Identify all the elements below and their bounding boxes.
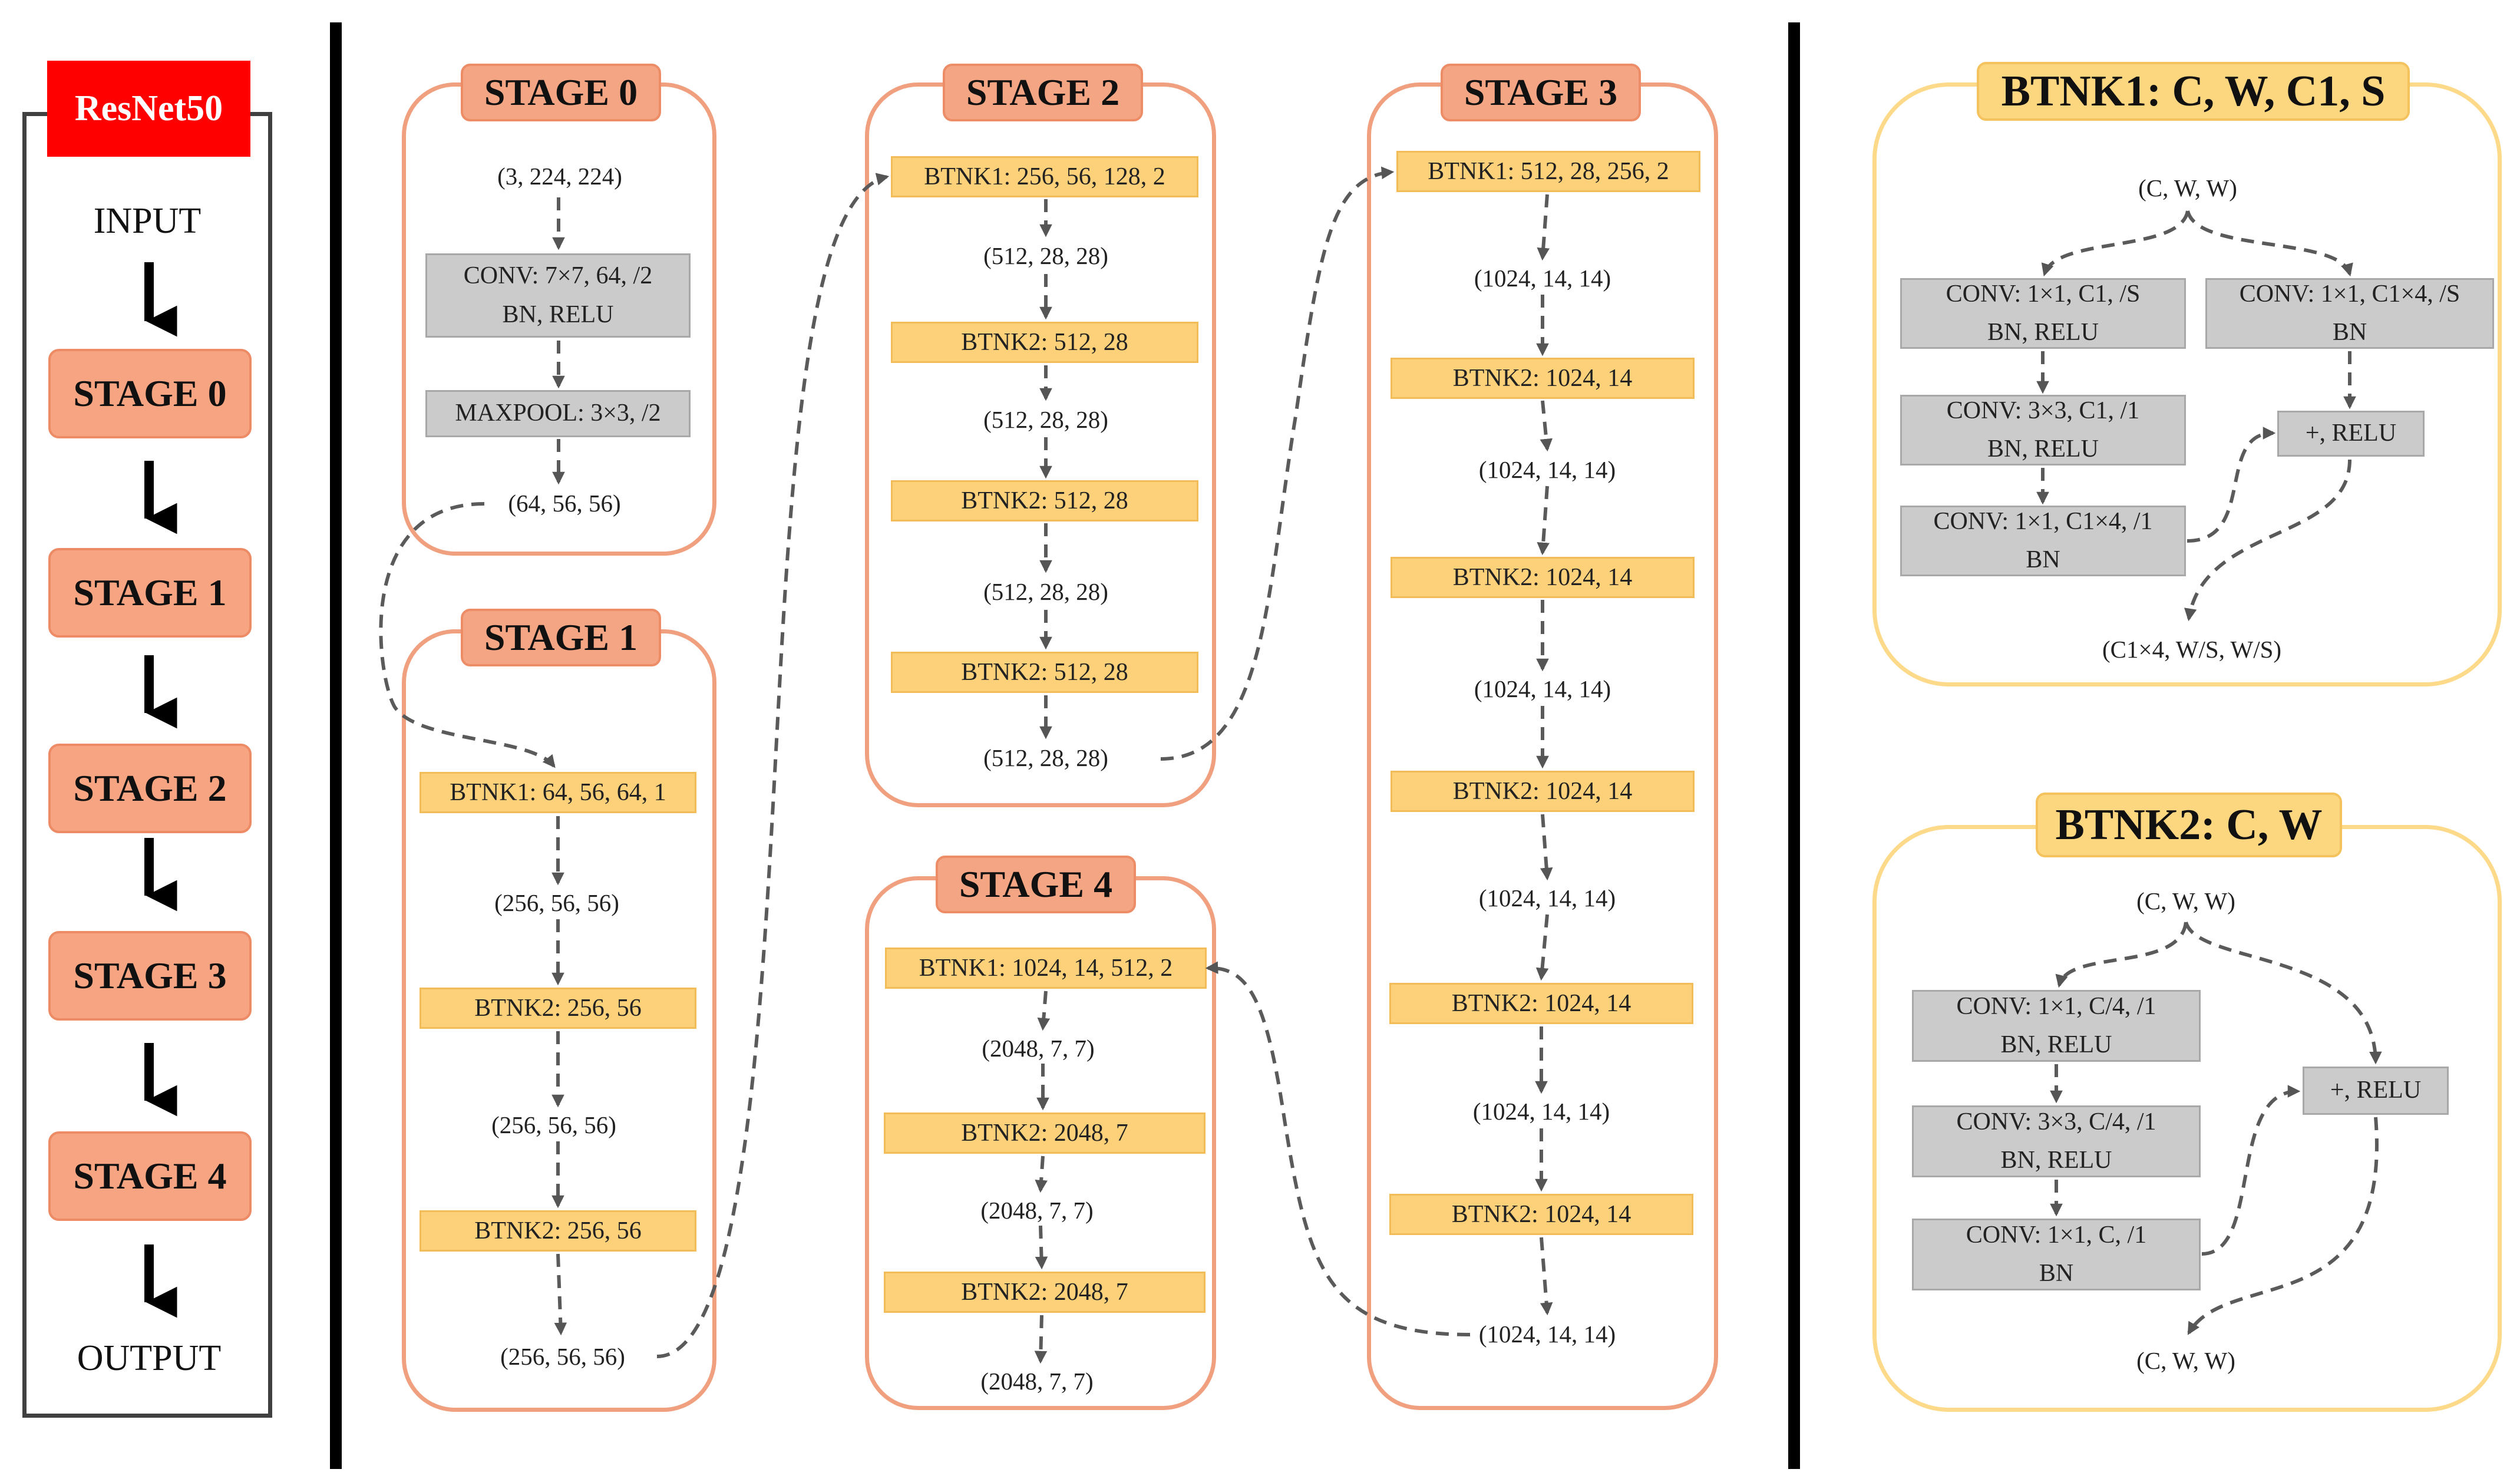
btnk1-conv3-line1: CONV: 1×1, C1×4, /1 bbox=[1933, 507, 2153, 535]
stage2-block-0[interactable]: BTNK1: 256, 56, 128, 2 bbox=[891, 156, 1198, 197]
stage3-block-3[interactable]: BTNK2: 1024, 14 bbox=[1391, 771, 1695, 812]
btnk2-conv1-line1: CONV: 1×1, C/4, /1 bbox=[1956, 992, 2156, 1020]
legend-stage-3[interactable]: STAGE 3 bbox=[48, 931, 252, 1021]
btnk2-conv3-line1: CONV: 1×1, C, /1 bbox=[1966, 1221, 2147, 1249]
legend-frame bbox=[22, 112, 272, 1418]
stage3-title: STAGE 3 bbox=[1441, 64, 1641, 121]
legend-output: OUTPUT bbox=[77, 1338, 222, 1378]
btnk1-conv1-line2: BN, RELU bbox=[1987, 319, 2099, 346]
btnk1-conv2-box[interactable]: CONV: 3×3, C1, /1 BN, RELU bbox=[1900, 395, 2186, 466]
stage2-shape-2: (512, 28, 28) bbox=[983, 578, 1108, 605]
btnk1-title: BTNK1: C, W, C1, S bbox=[1977, 62, 2410, 121]
btnk2-conv2-box[interactable]: CONV: 3×3, C/4, /1 BN, RELU bbox=[1912, 1105, 2201, 1177]
btnk2-conv3-box[interactable]: CONV: 1×1, C, /1 BN bbox=[1912, 1219, 2201, 1290]
btnk2-input-shape: (C, W, W) bbox=[2136, 887, 2235, 915]
stage1-title: STAGE 1 bbox=[461, 609, 661, 666]
stage0-conv-line2: BN, RELU bbox=[502, 301, 614, 328]
btnk2-title: BTNK2: C, W bbox=[2036, 793, 2342, 857]
stage2-block-1[interactable]: BTNK2: 512, 28 bbox=[891, 322, 1198, 363]
btnk2-conv1-line2: BN, RELU bbox=[2000, 1031, 2112, 1058]
btnk1-frame bbox=[1872, 82, 2502, 686]
resnet50-title: ResNet50 bbox=[47, 61, 250, 157]
stage3-block-0[interactable]: BTNK1: 512, 28, 256, 2 bbox=[1396, 151, 1700, 192]
stage4-block-1[interactable]: BTNK2: 2048, 7 bbox=[884, 1112, 1205, 1154]
stage0-conv-line1: CONV: 7×7, 64, /2 bbox=[463, 262, 653, 290]
stage1-shape-1: (256, 56, 56) bbox=[491, 1111, 616, 1138]
btnk2-add-box[interactable]: +, RELU bbox=[2303, 1067, 2449, 1115]
btnk2-add-label: +, RELU bbox=[2330, 1077, 2422, 1104]
stage2-block-3[interactable]: BTNK2: 512, 28 bbox=[891, 652, 1198, 693]
btnk2-conv1-box[interactable]: CONV: 1×1, C/4, /1 BN, RELU bbox=[1912, 990, 2201, 1062]
stage4-shape-2: (2048, 7, 7) bbox=[980, 1368, 1094, 1395]
stage0-input-shape: (3, 224, 224) bbox=[497, 163, 622, 190]
btnk1-conv2-line1: CONV: 3×3, C1, /1 bbox=[1946, 397, 2140, 424]
stage0-maxpool-label: MAXPOOL: 3×3, /2 bbox=[455, 400, 661, 427]
btnk1-input-shape: (C, W, W) bbox=[2138, 174, 2237, 202]
legend-input: INPUT bbox=[93, 201, 202, 241]
separator-right bbox=[1788, 22, 1800, 1469]
btnk1-shortcut-box[interactable]: CONV: 1×1, C1×4, /S BN bbox=[2205, 278, 2494, 349]
stage1-shape-2: (256, 56, 56) bbox=[500, 1343, 625, 1370]
stage3-block-1[interactable]: BTNK2: 1024, 14 bbox=[1391, 358, 1695, 399]
stage0-title: STAGE 0 bbox=[461, 64, 661, 121]
stage3-shape-0: (1024, 14, 14) bbox=[1474, 265, 1611, 292]
btnk1-conv1-box[interactable]: CONV: 1×1, C1, /S BN, RELU bbox=[1900, 278, 2186, 349]
stage2-block-2[interactable]: BTNK2: 512, 28 bbox=[891, 480, 1198, 521]
stage4-title: STAGE 4 bbox=[936, 856, 1136, 913]
legend-stage-0[interactable]: STAGE 0 bbox=[48, 349, 252, 438]
stage1-shape-0: (256, 56, 56) bbox=[494, 889, 619, 916]
stage3-shape-2: (1024, 14, 14) bbox=[1474, 675, 1611, 702]
stage2-shape-1: (512, 28, 28) bbox=[983, 406, 1108, 433]
stage3-shape-3: (1024, 14, 14) bbox=[1478, 884, 1616, 912]
btnk1-conv3-box[interactable]: CONV: 1×1, C1×4, /1 BN bbox=[1900, 506, 2186, 576]
stage2-title: STAGE 2 bbox=[943, 64, 1143, 121]
btnk1-shortcut-line2: BN bbox=[2332, 319, 2367, 346]
legend-frame-top-left bbox=[22, 112, 52, 116]
btnk1-output-shape: (C1×4, W/S, W/S) bbox=[2102, 636, 2282, 663]
stage2-shape-0: (512, 28, 28) bbox=[983, 242, 1108, 269]
btnk1-conv3-line2: BN bbox=[2026, 546, 2060, 573]
btnk2-conv2-line2: BN, RELU bbox=[2000, 1147, 2112, 1174]
stage3-shape-4: (1024, 14, 14) bbox=[1472, 1098, 1610, 1125]
stage3-block-5[interactable]: BTNK2: 1024, 14 bbox=[1389, 1194, 1693, 1235]
btnk1-conv1-line1: CONV: 1×1, C1, /S bbox=[1946, 280, 2141, 308]
legend-frame-top-right bbox=[243, 112, 272, 116]
stage0-maxpool-box[interactable]: MAXPOOL: 3×3, /2 bbox=[425, 390, 691, 437]
btnk1-add-box[interactable]: +, RELU bbox=[2277, 411, 2425, 457]
legend-stage-1[interactable]: STAGE 1 bbox=[48, 548, 252, 638]
btnk1-shortcut-line1: CONV: 1×1, C1×4, /S bbox=[2239, 280, 2460, 308]
btnk1-add-label: +, RELU bbox=[2305, 420, 2397, 447]
stage4-block-0[interactable]: BTNK1: 1024, 14, 512, 2 bbox=[885, 948, 1207, 989]
stage2-shape-3: (512, 28, 28) bbox=[983, 744, 1108, 771]
btnk2-output-shape: (C, W, W) bbox=[2136, 1347, 2235, 1374]
stage3-block-4[interactable]: BTNK2: 1024, 14 bbox=[1389, 983, 1693, 1024]
btnk1-conv2-line2: BN, RELU bbox=[1987, 435, 2099, 463]
stage4-shape-1: (2048, 7, 7) bbox=[980, 1197, 1094, 1224]
stage1-block-0[interactable]: BTNK1: 64, 56, 64, 1 bbox=[420, 772, 696, 813]
stage1-block-1[interactable]: BTNK2: 256, 56 bbox=[420, 988, 696, 1029]
stage4-shape-0: (2048, 7, 7) bbox=[982, 1035, 1095, 1062]
stage3-shape-1: (1024, 14, 14) bbox=[1478, 456, 1616, 483]
stage0-conv-box[interactable]: CONV: 7×7, 64, /2 BN, RELU bbox=[425, 253, 691, 338]
stage3-shape-5: (1024, 14, 14) bbox=[1478, 1320, 1616, 1348]
btnk2-conv2-line1: CONV: 3×3, C/4, /1 bbox=[1956, 1108, 2156, 1135]
btnk2-conv3-line2: BN bbox=[2039, 1260, 2074, 1287]
stage3-block-2[interactable]: BTNK2: 1024, 14 bbox=[1391, 557, 1695, 598]
stage0-output-shape: (64, 56, 56) bbox=[508, 490, 621, 517]
legend-stage-2[interactable]: STAGE 2 bbox=[48, 744, 252, 833]
stage1-block-2[interactable]: BTNK2: 256, 56 bbox=[420, 1210, 696, 1252]
legend-stage-4[interactable]: STAGE 4 bbox=[48, 1131, 252, 1221]
stage4-block-2[interactable]: BTNK2: 2048, 7 bbox=[884, 1272, 1205, 1313]
separator-left bbox=[330, 22, 342, 1469]
legend-arrows bbox=[144, 262, 177, 1318]
